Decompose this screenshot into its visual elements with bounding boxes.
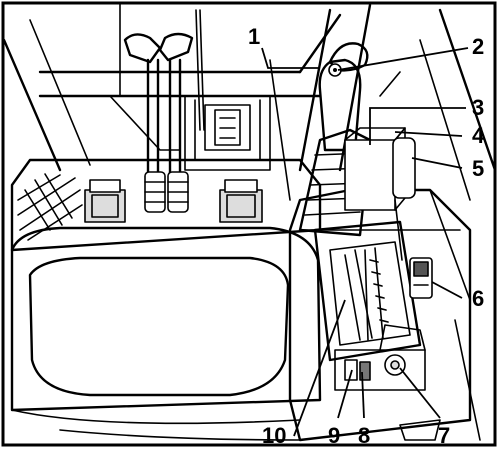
callout-9: 9	[328, 423, 340, 448]
leader-lines	[261, 47, 469, 437]
figure-border	[1, 1, 497, 447]
leader-6	[431, 281, 463, 299]
leader-10	[293, 299, 346, 437]
leader-8	[361, 371, 365, 419]
leader-5	[411, 157, 463, 169]
callout-labels: 1 2 3 4 5 6 7 8 9 10	[248, 24, 485, 448]
lower-controls	[334, 324, 426, 391]
cab-frame	[2, 3, 497, 201]
leader-3	[369, 107, 466, 145]
callout-4: 4	[472, 123, 485, 148]
callout-8: 8	[358, 423, 370, 448]
callout-3: 3	[472, 95, 484, 120]
callout-7: 7	[438, 423, 450, 448]
leader-9	[337, 369, 353, 419]
armrest	[313, 220, 422, 362]
console-switch-block	[344, 127, 416, 261]
pedal-right	[219, 179, 263, 223]
operator-seat	[10, 226, 322, 441]
callout-10: 10	[262, 423, 286, 448]
leader-7	[399, 367, 441, 419]
travel-levers	[123, 32, 194, 213]
switch-6	[409, 257, 433, 299]
callout-1: 1	[248, 24, 260, 49]
callout-6: 6	[472, 286, 484, 311]
joystick	[298, 42, 372, 237]
leader-1	[261, 47, 320, 69]
right-console	[288, 188, 481, 442]
floor-detail	[399, 419, 441, 441]
leader-2	[337, 47, 469, 71]
leader-4	[394, 131, 463, 137]
pedal-left	[84, 179, 126, 223]
callout-2: 2	[472, 34, 484, 59]
callout-5: 5	[472, 156, 484, 181]
